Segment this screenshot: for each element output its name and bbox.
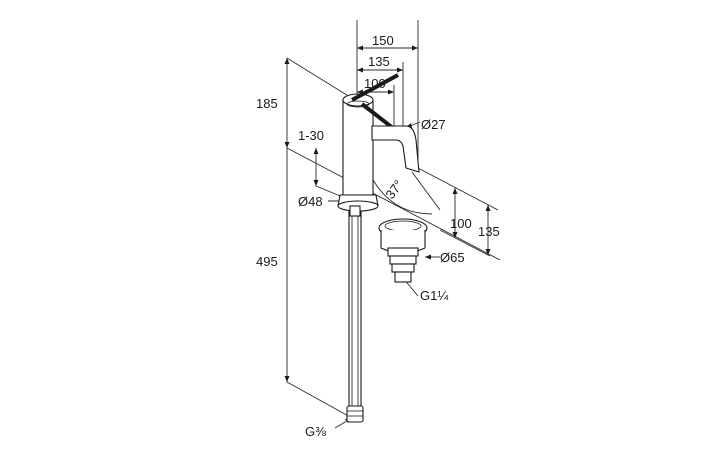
label-diameter-48: Ø48 xyxy=(298,194,323,209)
pop-up-waste xyxy=(378,218,428,283)
label-range-1-30: 1-30 xyxy=(298,128,324,143)
waste-ring-1 xyxy=(387,247,419,257)
label-height-185: 185 xyxy=(256,96,278,111)
ext-line-basin xyxy=(439,229,491,257)
dimension-labels: 150 135 100 185 1-30 Ø27 37° Ø48 100 135… xyxy=(256,33,500,439)
faucet-column xyxy=(342,99,374,196)
faucet-shank xyxy=(349,205,361,217)
faucet-lever xyxy=(351,73,399,102)
hose-tube xyxy=(348,209,362,411)
label-width-150: 150 xyxy=(372,33,394,48)
waste-ring-2 xyxy=(389,255,417,265)
label-thread-g3-8: G⅜ xyxy=(305,424,326,439)
label-diameter-65: Ø65 xyxy=(440,250,465,265)
label-height-100: 100 xyxy=(450,216,472,231)
ext-line-deck xyxy=(286,147,501,261)
ext-line-spout-height xyxy=(417,167,499,211)
label-angle-37: 37° xyxy=(382,177,406,202)
angle-ray xyxy=(411,171,441,211)
label-thread-g1-1-4: G1¼ xyxy=(420,288,448,303)
faucet-spout xyxy=(371,125,420,173)
label-width-135: 135 xyxy=(368,54,390,69)
ext-line-bottom-495 xyxy=(286,381,353,419)
label-height-495: 495 xyxy=(256,254,278,269)
hose-connector xyxy=(346,405,364,423)
label-diameter-27: Ø27 xyxy=(421,117,446,132)
ext-line-top-185 xyxy=(286,57,351,98)
faucet-top xyxy=(342,93,374,107)
angle-arc xyxy=(371,177,433,215)
faucet-body xyxy=(337,73,420,217)
supply-hose xyxy=(346,209,364,423)
waste-thread xyxy=(394,271,412,283)
label-height-135: 135 xyxy=(478,224,500,239)
waste-ring-3 xyxy=(391,263,415,273)
label-width-100: 100 xyxy=(364,76,386,91)
